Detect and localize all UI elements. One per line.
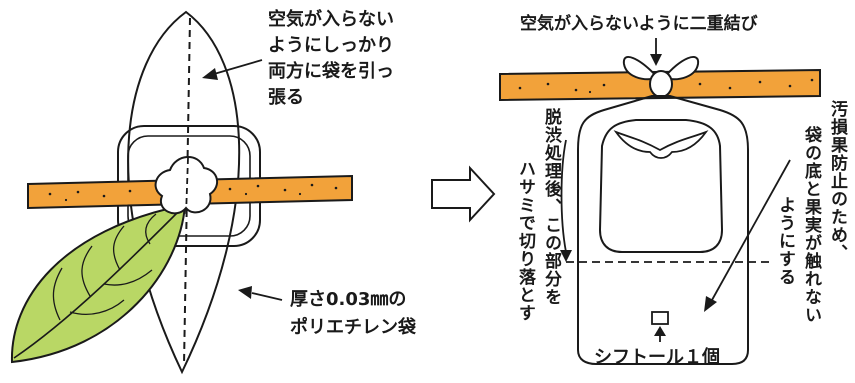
cut-note-arrow [560, 139, 572, 262]
tie-note-arrow [202, 59, 263, 80]
transition-arrow [431, 165, 496, 223]
tie-note-line-3: 両方に袋を引っ [268, 61, 394, 82]
polyethylene-bag-outline [127, 10, 241, 375]
bag-note-arrow [238, 286, 283, 301]
tie-note-line-1: 空気が入らない [268, 9, 394, 30]
leaf [10, 203, 187, 364]
prevent-note-column-2: 袋の底と果実が触れない [801, 126, 821, 324]
prevent-note-column-1: 汚損果防止のため、 [827, 100, 847, 262]
tie-note-line-4: 張る [268, 87, 304, 108]
pellet-arrow [654, 326, 666, 342]
left-panel [10, 10, 353, 375]
bag-note-line-1: 厚さ0.03㎜の [290, 289, 407, 310]
calyx-shape [154, 156, 219, 215]
right-panel [499, 38, 821, 365]
hanging-bag-outline [577, 95, 749, 365]
double-knot-note: 空気が入らないように二重結び [520, 14, 758, 34]
prevent-note-arrow [704, 159, 791, 312]
persimmon-fruit [598, 119, 724, 253]
cut-note-column-1: 脱渋処理後、この部分を [541, 108, 561, 306]
sifutoru-pellet [651, 311, 669, 325]
prevent-note-column-3: ようにする [775, 196, 795, 286]
cut-note-column-2: ハサミで切り落とす [515, 160, 535, 322]
knot-note-arrow [650, 38, 662, 66]
bag-note-line-2: ポリエチレン袋 [290, 317, 416, 338]
tie-note-line-2: ようにしっかり [268, 35, 394, 56]
sifutoru-note: シフトール１個 [594, 347, 720, 368]
